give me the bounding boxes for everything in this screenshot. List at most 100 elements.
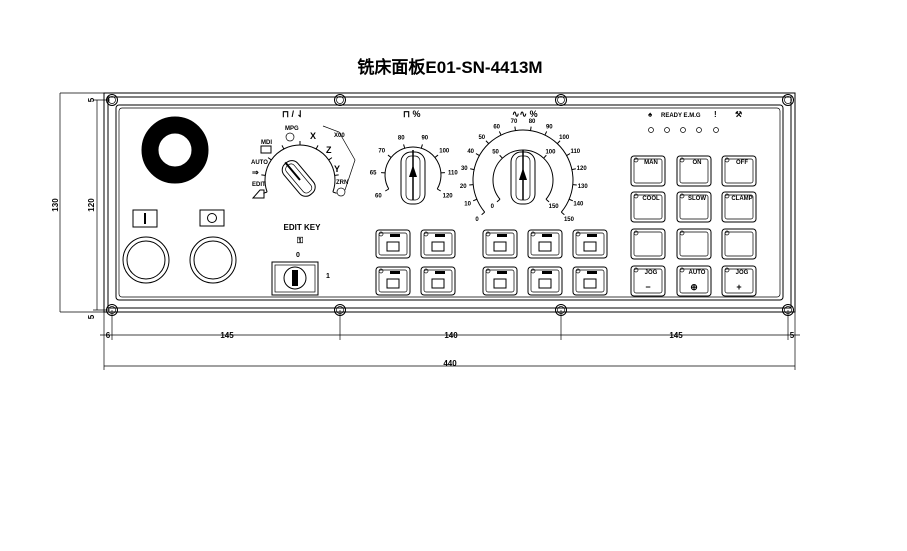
- spindle-dial-inner-tick: [545, 198, 550, 203]
- spindle-dial-outer-tick: [568, 198, 574, 202]
- feed-dial-header: ⊓ %: [403, 109, 421, 119]
- mode-dial-tick: [334, 174, 339, 176]
- button-icon: [538, 278, 552, 289]
- button-led: [485, 231, 491, 237]
- function-button[interactable]: [420, 229, 456, 259]
- edit-key-label: EDIT KEY: [284, 223, 322, 232]
- power-on-indicator-icon: [132, 209, 158, 228]
- function-button[interactable]: [482, 266, 518, 296]
- spindle-dial-inner-tick: [496, 198, 501, 203]
- dim-width-total: 440: [443, 359, 457, 368]
- function-buttons: [375, 229, 608, 296]
- function-button[interactable]: [375, 229, 411, 259]
- power-off-button[interactable]: [189, 236, 237, 284]
- keypad-button[interactable]: [676, 228, 712, 260]
- keypad-button-symbol: +: [736, 282, 741, 292]
- status-led: [648, 127, 654, 133]
- button-icon: [493, 278, 507, 289]
- function-button[interactable]: [482, 229, 518, 259]
- keypad-button[interactable]: CLAMP: [721, 191, 757, 223]
- spindle-dial-outer-tick-label: 150: [564, 217, 575, 223]
- feed-dial-tick-label: 90: [421, 135, 428, 141]
- spindle-dial-outer-tick-label: 90: [546, 125, 553, 131]
- button-tag: [587, 234, 597, 237]
- mounting-hole-inner: [784, 96, 792, 104]
- mode-label-auto: AUTO: [251, 160, 268, 166]
- button-led: [423, 268, 429, 274]
- keypad-button-symbol: −: [645, 282, 650, 292]
- mode-dial-tick: [261, 174, 266, 176]
- button-led: [633, 193, 639, 199]
- button-led: [575, 231, 581, 237]
- function-button[interactable]: [527, 229, 563, 259]
- spindle-dial-outer-tick-label: 40: [467, 149, 474, 155]
- keypad-button[interactable]: AUTO⊕: [676, 265, 712, 297]
- power-on-button[interactable]: [122, 236, 170, 284]
- dim-height-total: 130: [51, 198, 60, 212]
- spindle-dial-outer-tick-label: 20: [460, 184, 467, 190]
- mode-label-mpg: MPG: [285, 126, 299, 132]
- mounting-hole: [555, 94, 567, 106]
- button-led: [679, 157, 685, 163]
- function-button[interactable]: [572, 229, 608, 259]
- mode-selector-dial[interactable]: ⊓ / ⇃ MDI AUTO ⇒ EDIT MPG X Z Y X00 ZRN: [251, 109, 356, 200]
- feed-dial-tick: [403, 144, 406, 149]
- button-led: [724, 157, 730, 163]
- drawing-title: 铣床面板E01-SN-4413M: [357, 57, 542, 77]
- feed-dial-tick: [420, 144, 423, 149]
- keypad-button[interactable]: [721, 228, 757, 260]
- spindle-dial-outer-tick: [481, 211, 486, 216]
- feed-dial-tick-label: 80: [398, 135, 405, 141]
- function-button[interactable]: [572, 266, 608, 296]
- spindle-dial-outer-tick-label: 100: [559, 135, 570, 141]
- button-icon: [386, 241, 400, 252]
- spindle-dial-inner-tick-label: 100: [545, 149, 556, 155]
- button-tag: [435, 234, 445, 237]
- zrn-icon: [336, 187, 346, 197]
- keypad-button[interactable]: JOG −: [630, 265, 666, 297]
- keypad-button[interactable]: JOG+: [721, 265, 757, 297]
- keypad-button[interactable]: MAN: [630, 155, 666, 187]
- button-tag: [435, 271, 445, 274]
- keypad-button[interactable]: SLOW: [676, 191, 712, 223]
- status-led: [713, 127, 719, 133]
- button-led: [575, 268, 581, 274]
- status-indicators: ♠ READY E.M.G ! ⚒: [648, 110, 742, 133]
- spindle-dial-inner-arc: [492, 149, 554, 200]
- spindle-dial-inner-tick-label: 0: [491, 204, 495, 210]
- spindle-dial-inner-tick: [543, 154, 547, 159]
- spindle-dial-outer-tick: [544, 131, 548, 136]
- mode-dial-tick: [328, 157, 333, 161]
- handwheel[interactable]: [141, 116, 209, 184]
- spindle-dial-outer-tick-label: 80: [529, 119, 536, 125]
- function-button[interactable]: [420, 266, 456, 296]
- keypad-button-label: JOG: [645, 270, 658, 276]
- spindle-dial-outer-tick-label: 10: [464, 202, 471, 208]
- feed-dial-tick-label: 70: [378, 149, 385, 155]
- keypad-button-label: SLOW: [688, 196, 706, 202]
- keypad-button[interactable]: OFF: [721, 155, 757, 187]
- button-icon: [431, 241, 445, 252]
- spindle-dial-outer-tick: [560, 211, 565, 216]
- spindle-dial-outer-tick-label: 140: [573, 202, 584, 208]
- status-led: [696, 127, 702, 133]
- spindle-dial-outer-tick-label: 0: [475, 217, 479, 223]
- dim-margin-bottom: 5: [87, 314, 96, 319]
- button-led: [378, 231, 384, 237]
- button-led: [530, 231, 536, 237]
- dim-height-inner: 120: [87, 198, 96, 212]
- button-led: [679, 230, 685, 236]
- function-button[interactable]: [375, 266, 411, 296]
- button-led: [679, 193, 685, 199]
- edit-key-switch[interactable]: EDIT KEY ⚿ 0 1: [271, 223, 330, 296]
- power-off-indicator-icon: [199, 209, 225, 227]
- keypad-button-label: ON: [693, 160, 702, 166]
- function-button[interactable]: [527, 266, 563, 296]
- keypad-button[interactable]: [630, 228, 666, 260]
- button-icon: [386, 278, 400, 289]
- keypad-button[interactable]: COOL: [630, 191, 666, 223]
- keypad-button[interactable]: ON: [676, 155, 712, 187]
- button-tag: [390, 234, 400, 237]
